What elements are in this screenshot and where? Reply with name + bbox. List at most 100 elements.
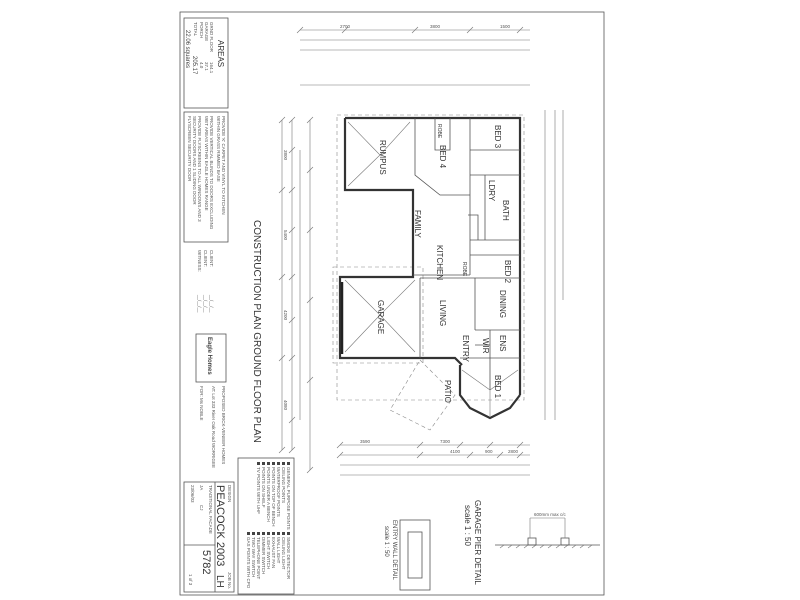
- room-label: ROBE: [436, 124, 442, 139]
- area-squares: 22.06 squares: [184, 30, 190, 68]
- legend-item: CEILING LIGHT: [281, 537, 286, 570]
- date-blank: __/__/__: [197, 294, 202, 313]
- sheet-border: [179, 11, 605, 596]
- area-value: 4.0: [199, 62, 204, 69]
- legend-item: SMOKE DETECTOR: [286, 537, 291, 580]
- area-label: GARAGE: [204, 22, 209, 41]
- room-label: BED 1: [493, 375, 502, 399]
- address-text: AT: Lot 333 River Oak Road WORRIGEE: [211, 386, 216, 468]
- area-label: GRND FLOOR: [209, 22, 214, 53]
- legend-symbol-icon: [262, 462, 265, 465]
- client-signature-block: CLIENT: CLIENT: WITNESS: __/__/__ __/__/…: [197, 250, 214, 313]
- entry-wall-scale: scale 1 : 50: [383, 526, 389, 557]
- dimension-tick: [288, 186, 296, 194]
- note-line: FLYSCREEN SECURITY DOOR: [187, 116, 192, 182]
- dimension-tick: [466, 26, 474, 34]
- dimension-label: 2700: [340, 24, 351, 29]
- legend-symbol-icon: [252, 532, 255, 535]
- dimension-tick: [336, 451, 344, 459]
- legend-item: CEILING POINTS: [281, 467, 286, 503]
- job-number: 5782: [200, 550, 212, 574]
- legend-item: POINTS ON SHELF: [261, 467, 266, 508]
- area-label: PORCH: [199, 22, 204, 38]
- dimension-tick: [416, 451, 424, 459]
- date-blank: __/__/__: [209, 294, 214, 313]
- dimension-tick: [288, 416, 296, 424]
- drawn-by: JA: [199, 485, 204, 490]
- dimension-tick: [296, 26, 304, 34]
- dimension-label: 4200: [283, 310, 288, 321]
- dimension-tick: [278, 446, 286, 454]
- legend-symbol-icon: [277, 462, 280, 465]
- legend-symbol-icon: [282, 462, 285, 465]
- dimension-tick: [496, 451, 504, 459]
- dimension-tick: [306, 226, 314, 234]
- room-label: BED 2: [503, 260, 512, 284]
- dimension-label: 5400: [283, 230, 288, 241]
- dimension-tick: [486, 441, 494, 449]
- dimension-tick: [306, 376, 314, 384]
- area-total-label: TOTAL: [193, 22, 198, 37]
- date-blank: __/__/__: [203, 294, 208, 313]
- dimension-tick: [288, 354, 296, 362]
- dimension-tick: [341, 26, 349, 34]
- dimension-tick: [288, 316, 296, 324]
- dimension-tick: [306, 296, 314, 304]
- pier-spacing: 600mm max c/c: [534, 512, 567, 517]
- note-line: WET AREAS WITHIN EAGLE HOMES RANGE: [204, 116, 209, 211]
- facade: TRADITIONAL FACADE: [208, 485, 213, 534]
- legend-item: TELEPHONE POINT: [256, 537, 261, 580]
- dimension-tick: [306, 466, 314, 474]
- legend-item: EXHAUST FAN: [271, 537, 276, 568]
- room-label: LDRY: [487, 180, 496, 202]
- note-line: PROVIDE 'K' CARPET AND VINYL TO KITCHEN: [221, 116, 226, 215]
- dimension-tick: [278, 273, 286, 281]
- legend-item: GENERAL PURPOSE POINTS: [286, 467, 291, 530]
- dimension-label: 7300: [440, 439, 451, 444]
- dimension-label: 2800: [508, 449, 519, 454]
- dimension-tick: [416, 441, 424, 449]
- date: 23/06/03: [190, 485, 195, 503]
- hand: LH: [214, 575, 225, 588]
- entry-wall-detail: ENTRY WALL DETAIL scale 1 : 50: [383, 519, 431, 591]
- areas-heading: AREAS: [216, 40, 225, 67]
- dimension-label: 1500: [500, 24, 511, 29]
- dimension-label: 3590: [360, 439, 371, 444]
- legend-symbol-icon: [272, 462, 275, 465]
- garage-pier-detail: 600mm max c/c GARAGE PIER DETAIL scale 1…: [463, 500, 600, 585]
- legend-item: POINTS UNDER A BENCH: [266, 467, 271, 522]
- room-label: GARAGE: [376, 300, 385, 334]
- note-line: WITHIN GRASS RIMMED BASE: [216, 116, 221, 182]
- note-line: SECURITY DOORS AND 1 SLIDING DOOR: [192, 116, 197, 205]
- dimension-tick: [336, 441, 344, 449]
- legend-item: POINTS ON TOP OF BENCH: [271, 467, 276, 527]
- title-block: DESIGN PEACOCK 2003 JOB No. LH TRADITION…: [183, 481, 235, 593]
- client-label: CLIENT:: [203, 250, 208, 267]
- legend-item: WALL LIGHT: [276, 537, 281, 564]
- checked-by: CJ: [199, 505, 204, 511]
- room-label: RUMPUS: [378, 140, 387, 175]
- dimension-tick: [466, 451, 474, 459]
- logo-text: Eagle Homes: [206, 337, 212, 375]
- legend-symbol-icon: [257, 532, 260, 535]
- dimension-tick: [278, 186, 286, 194]
- garage-pier-title: GARAGE PIER DETAIL: [473, 500, 482, 585]
- room-label: WIR: [481, 338, 490, 354]
- legend-item: TWO WAY SWITCH: [251, 537, 256, 577]
- legend-symbol-icon: [287, 462, 290, 465]
- legend-symbol-icon: [287, 532, 290, 535]
- design-name: PEACOCK 2003: [214, 485, 226, 566]
- witness-label: WITNESS:: [197, 250, 202, 272]
- dimension-label: 900: [485, 449, 493, 454]
- legend-symbol-icon: [262, 532, 265, 535]
- legend-symbol-icon: [267, 532, 270, 535]
- room-label: KITCHEN: [435, 245, 444, 280]
- dimension-tick: [278, 116, 286, 124]
- dimension-tick: [456, 441, 464, 449]
- room-label: FAMILY: [413, 210, 422, 239]
- room-label: ENTRY: [461, 335, 470, 363]
- dimension-tick: [306, 116, 314, 124]
- dimension-tick: [306, 166, 314, 174]
- notes-box: PROVIDE 'K' CARPET AND VINYL TO KITCHEN …: [183, 111, 229, 243]
